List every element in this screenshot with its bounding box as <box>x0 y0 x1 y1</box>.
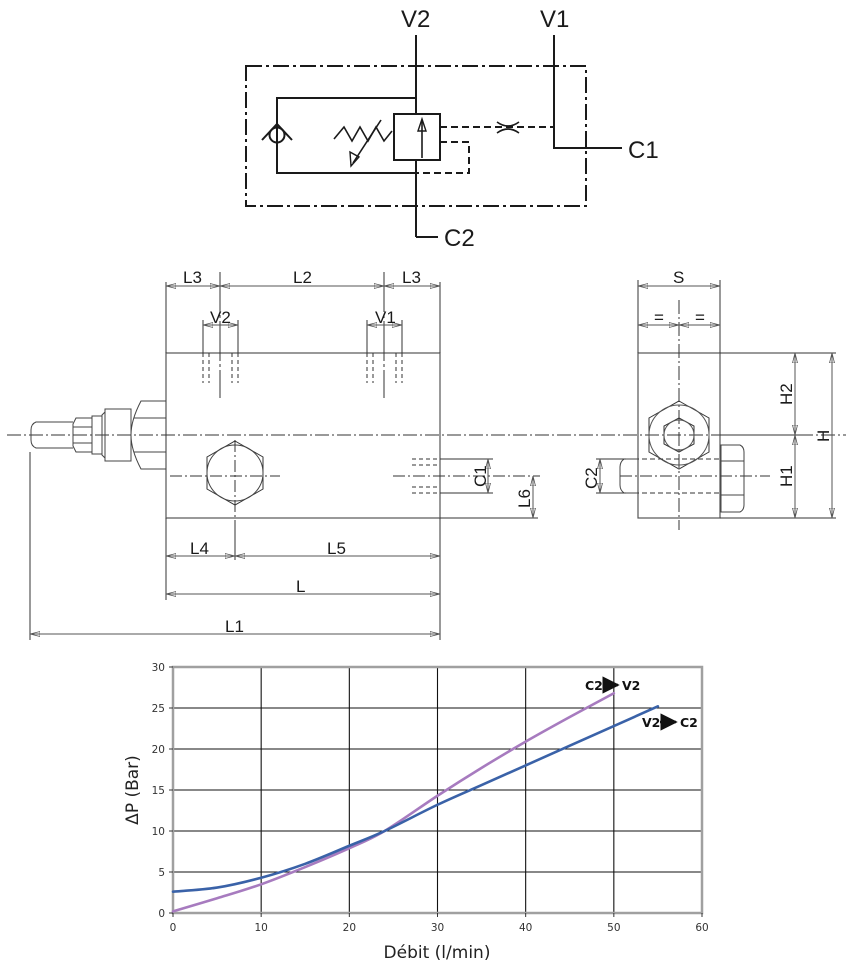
annotation-c2-v2: C2 V2 <box>585 676 640 694</box>
v1-c1-line <box>553 35 622 149</box>
dim-label-l2: L2 <box>293 268 312 287</box>
x-tick-label: 10 <box>254 922 267 934</box>
x-tick-label: 40 <box>519 922 532 934</box>
adjust-screw <box>30 421 73 449</box>
cartridge-hex-side <box>648 400 710 470</box>
relief-valve-block <box>393 113 441 161</box>
check-valve-bypass <box>276 97 416 174</box>
chart-grid <box>173 667 702 913</box>
dim-label-eq-left: = <box>654 308 664 327</box>
dim-label-v1: V1 <box>375 308 396 327</box>
dim-label-l4: L4 <box>190 539 209 558</box>
adjust-screw-hex <box>72 417 92 453</box>
drain-line <box>416 141 470 174</box>
series-line-v2-c2 <box>171 705 660 893</box>
orifice-icon <box>496 121 520 134</box>
port-label-v2: V2 <box>401 6 430 33</box>
port-label-c2: C2 <box>444 225 475 252</box>
dim-label-v2: V2 <box>210 308 231 327</box>
dim-label-l1: L1 <box>225 617 244 636</box>
annotation-v2-c2-from: V2 <box>642 715 660 730</box>
dim-label-l6: L6 <box>515 489 534 508</box>
x-tick-label: 30 <box>431 922 444 934</box>
y-tick-label: 25 <box>152 703 165 715</box>
y-tick-label: 10 <box>152 826 165 838</box>
annotation-c2-v2-from: C2 <box>585 678 603 693</box>
x-tick-label: 0 <box>170 922 177 934</box>
y-tick-label: 20 <box>152 744 165 756</box>
dim-label-l: L <box>296 577 305 596</box>
x-tick-label: 60 <box>695 922 708 934</box>
dim-label-l3-left: L3 <box>183 268 202 287</box>
side-plug-hex <box>720 444 745 513</box>
fitting-c2 <box>619 458 638 494</box>
annotation-v2-c2-to: C2 <box>680 715 698 730</box>
port-label-v1: V1 <box>540 6 569 33</box>
dim-label-c1: C1 <box>471 465 490 487</box>
cartridge-collar <box>104 408 132 462</box>
series-line-c2-v2 <box>171 691 616 913</box>
socket-hex <box>663 417 695 453</box>
dim-label-h1: H1 <box>777 465 796 487</box>
x-tick-label: 20 <box>343 922 356 934</box>
spring-icon <box>333 125 393 143</box>
y-axis-title: ΔP (Bar) <box>123 755 143 825</box>
annotation-c2-v2-to: V2 <box>622 678 640 693</box>
x-axis-title: Débit (l/min) <box>384 943 491 963</box>
y-tick-label: 30 <box>152 662 165 674</box>
y-tick-label: 0 <box>158 908 165 920</box>
hydraulic-schematic <box>245 35 622 238</box>
chart-ticks: 0 10 20 30 40 50 60 0 5 10 15 20 25 30 <box>152 662 709 934</box>
cartridge-lock <box>91 415 103 455</box>
x-tick-label: 50 <box>607 922 620 934</box>
dim-label-l5: L5 <box>327 539 346 558</box>
chart-series <box>171 691 660 913</box>
check-valve-ball <box>268 126 286 144</box>
y-tick-label: 5 <box>158 867 165 879</box>
check-valve-seat <box>261 122 293 141</box>
port-label-c1: C1 <box>628 137 659 164</box>
dim-label-c2: C2 <box>582 467 601 489</box>
side-view <box>596 280 836 530</box>
dim-label-l3-right: L3 <box>402 268 421 287</box>
dim-label-h2: H2 <box>777 383 796 405</box>
y-tick-label: 15 <box>152 785 165 797</box>
annotation-v2-c2: V2 C2 <box>642 713 698 731</box>
dim-label-s: S <box>673 268 684 287</box>
front-view <box>7 272 846 640</box>
dim-label-h: H <box>814 430 833 442</box>
dim-label-eq-right: = <box>695 308 705 327</box>
